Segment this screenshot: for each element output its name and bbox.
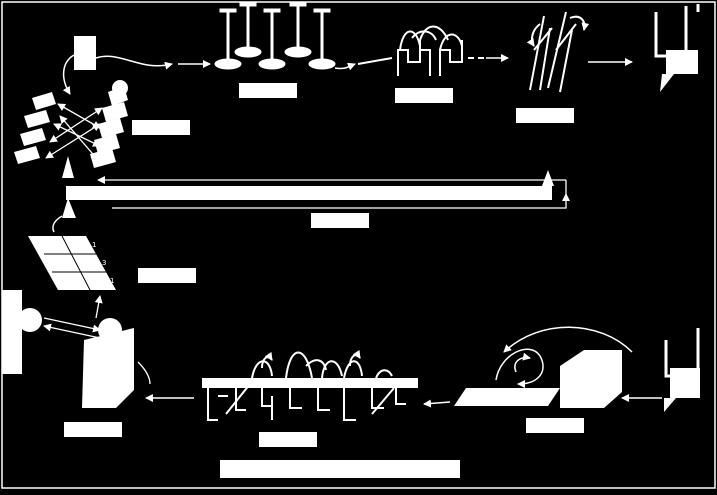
box-bottom-left bbox=[64, 422, 122, 437]
long-conveyor bbox=[66, 170, 570, 209]
left-machine bbox=[2, 290, 134, 408]
arrow-plate-to-table bbox=[423, 399, 451, 408]
stage-1-stands bbox=[214, 2, 336, 70]
cutter-plate bbox=[454, 326, 633, 408]
box-bottom-wide bbox=[220, 460, 460, 478]
box-left-stack bbox=[132, 120, 190, 135]
tray-label-1: 1 bbox=[92, 241, 96, 249]
box-stage-2 bbox=[395, 88, 453, 103]
stack-crossing-arrows bbox=[45, 103, 103, 161]
arrow-machine-right bbox=[43, 317, 101, 333]
left-stack-blocks bbox=[14, 92, 56, 164]
tray-label-1b: 1 bbox=[110, 277, 114, 285]
tray-grid bbox=[28, 235, 116, 291]
box-tray bbox=[138, 268, 196, 283]
input-box bbox=[74, 36, 96, 70]
hook-table bbox=[202, 349, 418, 421]
arrow-cone-to-tray bbox=[52, 215, 63, 233]
arrow-machine-left bbox=[43, 323, 101, 339]
arrow-stage-1-to-2 bbox=[334, 62, 356, 71]
arrow-machine-curve bbox=[137, 361, 151, 385]
arrow-to-stage-1 bbox=[95, 55, 173, 70]
box-long-belt bbox=[311, 213, 369, 228]
stage-3-lifters bbox=[526, 11, 590, 93]
box-stage-1 bbox=[239, 83, 297, 98]
box-bottom-right bbox=[526, 418, 584, 433]
box-stage-3 bbox=[516, 108, 574, 123]
right-stack-blocks bbox=[90, 80, 128, 168]
cone-lower bbox=[62, 198, 76, 218]
arrow-down-from-box bbox=[62, 54, 75, 95]
stage-bottom-press bbox=[664, 328, 700, 412]
tray-label-3: 3 bbox=[102, 259, 106, 267]
stage-2-hooks bbox=[357, 25, 484, 76]
arrow-machine-up bbox=[94, 295, 103, 319]
box-bottom-middle bbox=[259, 432, 317, 447]
stage-4-press bbox=[654, 4, 700, 92]
cone-upper bbox=[62, 156, 74, 178]
